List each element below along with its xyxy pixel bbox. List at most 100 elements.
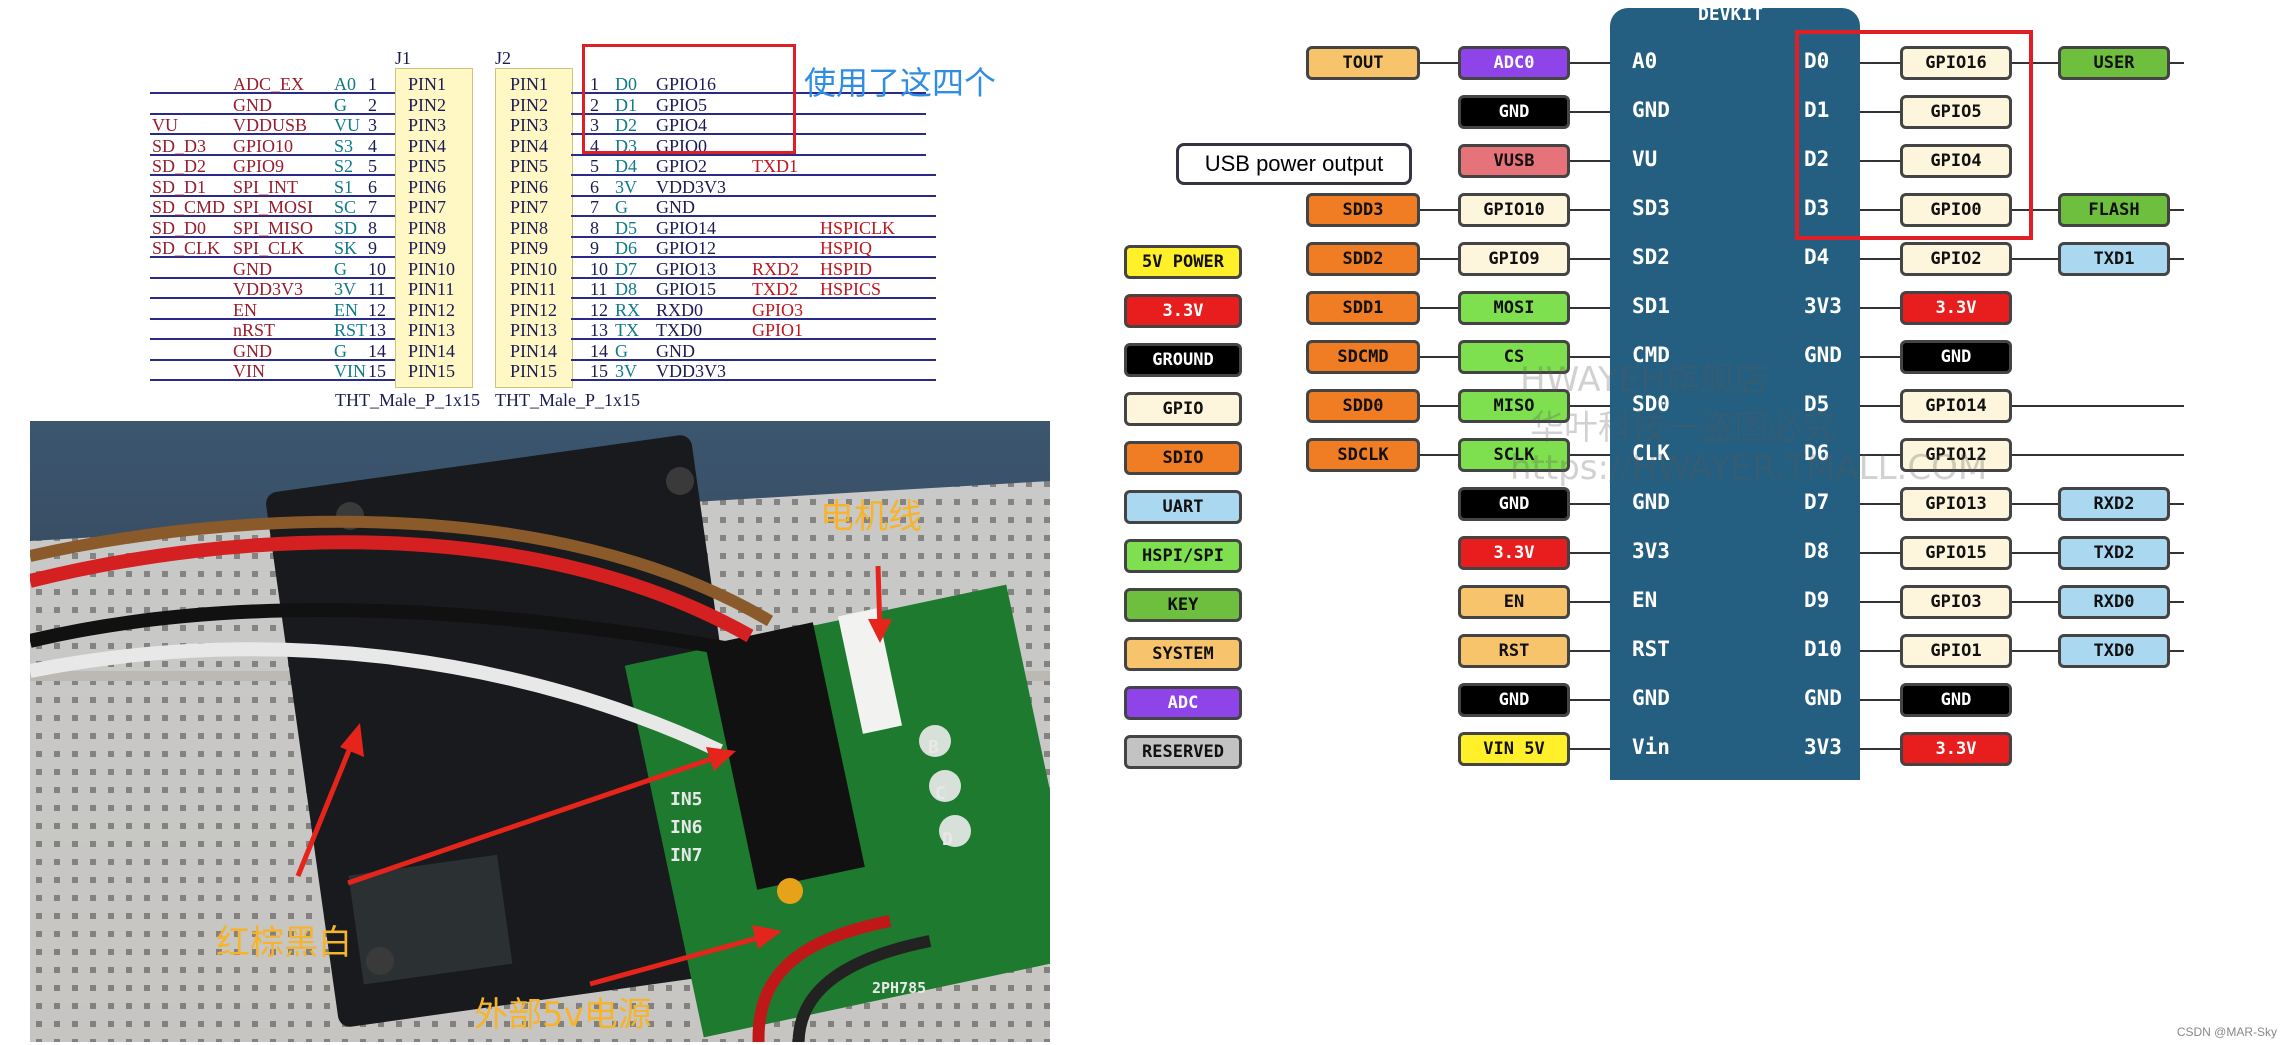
- j2-pin-name: D2: [615, 115, 637, 135]
- j2-pin-number: 10: [590, 258, 608, 279]
- j2-alt-function-2: HSPICLK: [820, 217, 896, 238]
- j1-pin-name: S1: [334, 176, 354, 197]
- left-function-pill: EN: [1458, 585, 1570, 619]
- j1-net-label: SD_CMD: [152, 197, 226, 217]
- board-pin-left: CLK: [1632, 441, 1670, 465]
- pin-lead-line: [1570, 503, 1610, 505]
- pin-lead-line: [1860, 307, 1900, 309]
- board-label-in7: IN7: [670, 845, 703, 866]
- external-power-label: 外部5v电源: [474, 995, 652, 1035]
- j1-pin-number: 3: [368, 115, 377, 135]
- j2-pin-name: D8: [615, 279, 637, 299]
- right-function-pill: GPIO12: [1900, 438, 2012, 472]
- right-alt-function-pill: RXD0: [2058, 585, 2170, 619]
- right-function-pill: GPIO15: [1900, 536, 2012, 570]
- j2-pin-name: D0: [615, 74, 637, 94]
- pin-lead-line: [1420, 62, 1458, 64]
- board-pin-left: GND: [1632, 490, 1670, 514]
- board-pin-left: EN: [1632, 588, 1658, 612]
- left-function-pill: RST: [1458, 634, 1570, 668]
- board-pin-right: GND: [1804, 686, 1842, 710]
- j2-wire-line: [571, 112, 926, 115]
- j2-function-label: TXD0: [656, 320, 702, 340]
- j1-net-label: SD_D1: [152, 176, 207, 197]
- left-alt-function-pill: SDCMD: [1306, 340, 1420, 374]
- legend-item: KEY: [1124, 588, 1242, 622]
- j2-pin-number: 7: [590, 197, 599, 217]
- j2-pin-number: 4: [590, 135, 599, 156]
- pin-lead-line: [1860, 552, 1900, 554]
- left-function-pill: VIN 5V: [1458, 732, 1570, 766]
- j1-pin-number: 7: [368, 197, 377, 217]
- board-pin-right: D1: [1804, 98, 1830, 122]
- j2-pin-label: PIN15: [510, 361, 558, 381]
- j1-wire-line: [150, 174, 395, 176]
- j1-function-label: GND: [233, 258, 272, 279]
- pin-lead-line: [1860, 454, 1900, 456]
- pin-lead-line: [1570, 699, 1610, 701]
- j1-pin-label: PIN1: [408, 74, 447, 94]
- pin-lead-line: [1860, 111, 1900, 113]
- j1-pin-number: 12: [368, 299, 386, 320]
- left-function-pill: GND: [1458, 683, 1570, 717]
- j1-pin-label: PIN4: [408, 135, 447, 156]
- j2-pin-number: 14: [590, 340, 608, 361]
- legend-item: SYSTEM: [1124, 637, 1242, 671]
- j2-wire-line: [571, 174, 936, 176]
- j1-pin-label: PIN14: [408, 340, 456, 361]
- j1-wire-line: [150, 215, 395, 217]
- j2-function-label: RXD0: [656, 299, 704, 320]
- j1-function-label: GND: [233, 94, 272, 115]
- j1-pin-name: S3: [334, 135, 354, 156]
- j2-pin-label: PIN1: [510, 74, 549, 94]
- j2-pin-label: PIN12: [510, 299, 558, 320]
- devkit-title: DEVKIT: [1698, 4, 1764, 25]
- j1-label: J1: [395, 48, 412, 68]
- wiring-photo: 电机线 红棕黑白 外部5v电源 IN5 IN6 IN7 B C D 2PH785: [30, 421, 1050, 1042]
- left-function-pill: 3.3V: [1458, 536, 1570, 570]
- left-function-pill: MOSI: [1458, 291, 1570, 325]
- pin-lead-line: [1570, 160, 1610, 162]
- board-pin-left: GND: [1632, 686, 1670, 710]
- j1-function-label: EN: [233, 299, 257, 320]
- j2-pin-name: D7: [615, 258, 637, 279]
- j1-pin-number: 6: [368, 176, 377, 197]
- j2-wire-line: [571, 276, 936, 279]
- j2-pin-name: G: [615, 340, 628, 361]
- j2-pin-label: PIN3: [510, 115, 549, 135]
- j1-function-label: SPI_CLK: [233, 238, 305, 258]
- left-alt-function-pill: SDD1: [1306, 291, 1420, 325]
- right-alt-function-pill: FLASH: [2058, 193, 2170, 227]
- j2-function-label: VDD3V3: [656, 361, 726, 381]
- j1-pin-name: 3V: [334, 279, 356, 299]
- board-pin-left: Vin: [1632, 735, 1670, 759]
- pin-lead-line: [2012, 454, 2184, 456]
- j1-pin-number: 8: [368, 217, 377, 238]
- j2-wire-line: [571, 215, 936, 217]
- right-alt-function-pill: TXD2: [2058, 536, 2170, 570]
- pin-lead-line: [2170, 503, 2184, 505]
- j2-pin-name: 3V: [615, 176, 637, 197]
- board-pin-right: 3V3: [1804, 294, 1842, 318]
- watermark-store: HWAYEH旗舰店: [1520, 360, 1768, 400]
- j2-pin-label: PIN6: [510, 176, 549, 197]
- left-alt-function-pill: SDCLK: [1306, 438, 1420, 472]
- j1-wire-line: [150, 276, 395, 279]
- left-function-pill: SCLK: [1458, 438, 1570, 472]
- j2-pin-number: 6: [590, 176, 599, 197]
- j2-alt-function-1: RXD2: [752, 258, 800, 279]
- j2-pin-label: PIN4: [510, 135, 549, 156]
- left-function-pill: GPIO9: [1458, 242, 1570, 276]
- j2-alt-function-1: GPIO1: [752, 320, 804, 340]
- right-function-pill: GND: [1900, 683, 2012, 717]
- j1-footprint: THT_Male_P_1x15: [335, 390, 480, 410]
- board-pin-right: D7: [1804, 490, 1830, 514]
- j2-wire-line: [571, 358, 936, 361]
- pin-lead-line: [2012, 601, 2058, 603]
- led-label-b: B: [928, 737, 939, 758]
- right-function-pill: GPIO0: [1900, 193, 2012, 227]
- j1-pin-label: PIN10: [408, 258, 456, 279]
- j1-pin-name: VIN: [334, 361, 366, 381]
- led-label-d: D: [942, 829, 953, 850]
